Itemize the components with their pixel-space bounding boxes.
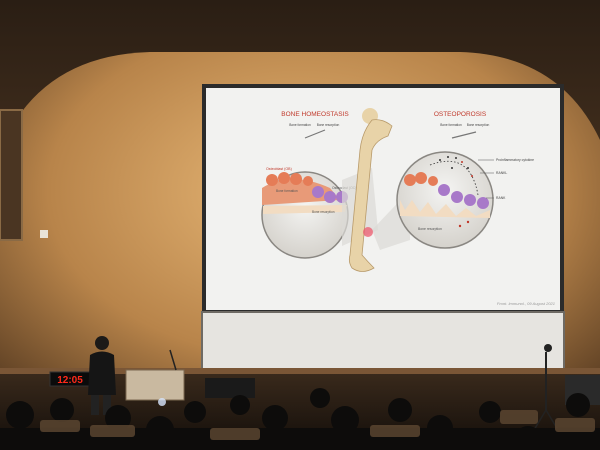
osteoblast-cell <box>415 172 427 184</box>
osteoblast-cell <box>290 173 302 185</box>
osteoblast-cell <box>266 174 278 186</box>
rank-label: RANK <box>496 196 506 200</box>
osteoblast-label: Osteoblast (OB) <box>266 167 292 171</box>
osteoclast-cell <box>438 184 450 196</box>
bone-resorption-label: Bone resorption <box>312 210 335 214</box>
osteoblast-layer <box>262 179 340 205</box>
right-formation-label: Bone formation <box>440 123 462 127</box>
bone-homeostasis-diagram <box>261 171 349 259</box>
seat-backs <box>40 410 595 440</box>
osteoblast-cell <box>303 176 313 186</box>
osteoclast-cell <box>464 194 476 206</box>
bone-matrix <box>263 205 347 214</box>
rankl-label: RANKL <box>496 171 507 175</box>
stage-edge <box>0 368 600 374</box>
stage-monitor <box>205 378 255 398</box>
podium-microphone <box>169 349 177 371</box>
left-resorption-label: Bone resorption <box>317 123 340 127</box>
microphone <box>544 344 552 352</box>
right-resorption-label: Bone resorption <box>467 123 490 127</box>
fracture-highlight <box>363 227 373 237</box>
imbalance-scale <box>451 131 477 139</box>
osteoclast-cell <box>324 191 336 203</box>
wall-outlet <box>40 230 48 238</box>
clock-time: 12:05 <box>57 375 83 386</box>
osteoclast-cell <box>477 197 489 209</box>
bone-formation-label: Bone formation <box>276 189 298 193</box>
citation: Front. Immunol., 09 August 2021 <box>497 301 555 306</box>
podium <box>125 369 185 401</box>
osteoblast-cell <box>278 172 290 184</box>
osteoporosis-diagram <box>396 151 494 249</box>
audience <box>0 388 600 450</box>
screen-lower-panel <box>201 311 565 375</box>
presenter <box>88 336 116 415</box>
cytokine-label: Proinflammatory cytokine <box>496 158 534 162</box>
right-title: OSTEOPOROSIS <box>434 111 487 118</box>
balance-scale <box>304 129 326 139</box>
phone-screen-glow <box>158 398 166 406</box>
cytokine-path <box>429 160 479 196</box>
osteoclast-cell <box>451 191 463 203</box>
osteoclast-cell <box>312 186 324 198</box>
femur-illustration <box>348 108 393 272</box>
eroded-bone-matrix <box>400 200 490 218</box>
femur-shaft <box>348 119 393 272</box>
right-bone-resorption-label: Bone resorption <box>418 227 442 231</box>
osteoblast-cell <box>428 176 438 186</box>
left-formation-label: Bone formation <box>289 123 311 127</box>
osteoblast-cell <box>404 174 416 186</box>
wall-panel <box>0 109 23 241</box>
left-title: BONE HOMEOSTASIS <box>281 111 349 118</box>
